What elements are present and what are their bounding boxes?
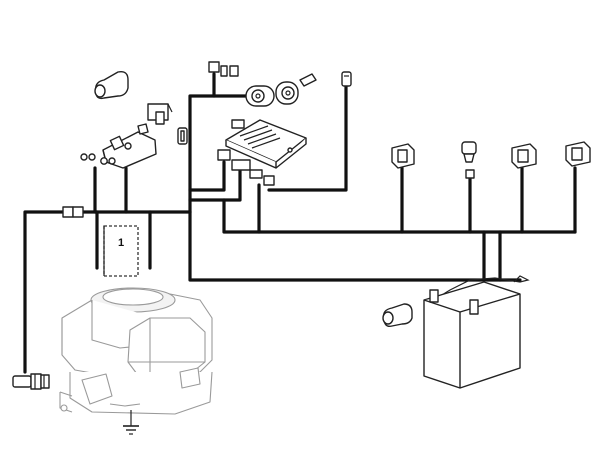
seat-switch-icon — [391, 143, 415, 169]
main-harness — [23, 72, 577, 374]
battery-icon — [423, 281, 521, 389]
top-connector-icon — [208, 61, 239, 77]
battery-terminal-boot-icon — [382, 303, 413, 328]
pto-switch-icon — [565, 141, 591, 167]
module-connector-icon — [217, 149, 275, 186]
headlight-assembly-icon — [245, 73, 317, 107]
callout-1: 1 — [103, 225, 139, 277]
relay-connector-icon — [341, 71, 352, 87]
inline-connector-icon — [62, 206, 84, 218]
engine-illustration — [59, 287, 213, 415]
battery-cable — [436, 275, 530, 299]
ignition-key-cap-icon — [94, 70, 129, 100]
control-module-icon — [225, 119, 307, 169]
oil-pressure-sensor-icon — [461, 141, 477, 179]
fuse-holder-icon — [177, 127, 188, 145]
callout-label: 1 — [118, 237, 124, 249]
brake-switch-icon — [511, 143, 537, 169]
spark-plug-icon — [12, 373, 50, 390]
toggle-switch-icon — [147, 103, 173, 125]
ignition-switch-icon — [80, 123, 157, 169]
engine-ground-icon — [123, 410, 139, 435]
